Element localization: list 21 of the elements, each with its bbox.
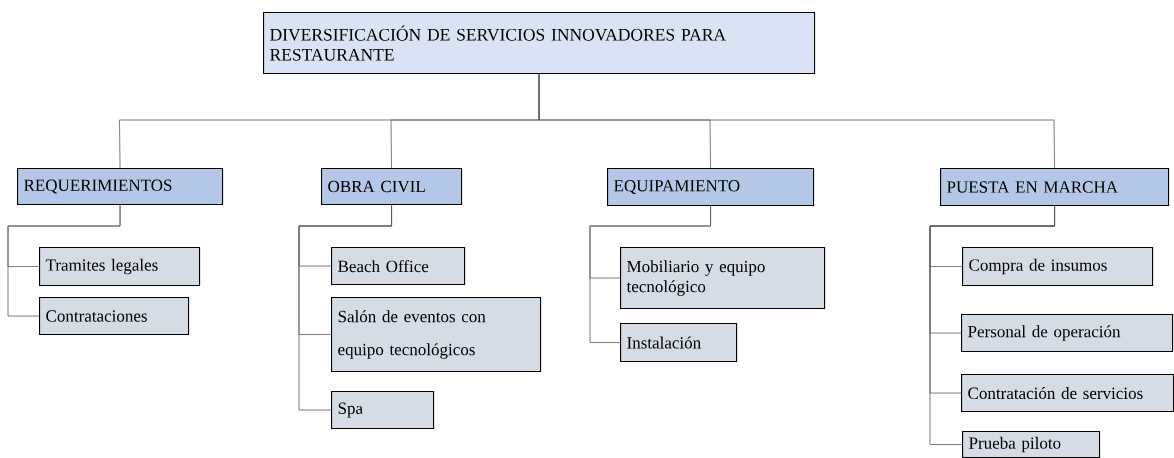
category-box: PUESTA EN MARCHA [940,168,1170,207]
category-box: EQUIPAMIENTO [607,168,815,207]
task-box: Contrataciones [39,297,190,336]
connector-line [7,204,121,317]
connector-line [538,73,1055,169]
category-box: REQUERIMIENTOS [17,168,224,206]
task-box: Tramites legales [39,247,201,287]
task-box: Contratación de servicios [961,374,1174,413]
task-box: Salón de eventos con equipo tecnológicos [331,297,542,373]
title-box: DIVERSIFICACIÓN DE SERVICIOS INNOVADORES PARA RESTAURANTE [263,12,816,75]
task-box: Prueba piloto [962,431,1101,458]
task-box: Mobiliario y equipo tecnológico [620,247,826,310]
task-box: Personal de operación [961,314,1174,353]
category-box: OBRA CIVIL [321,168,463,206]
task-box: Instalación [620,323,738,363]
connector-line [298,204,392,411]
task-box: Compra de insumos [962,247,1154,287]
task-box: Beach Office [331,247,466,286]
connector-line [929,205,1055,445]
connector-line [589,205,711,343]
task-box: Spa [331,391,435,430]
